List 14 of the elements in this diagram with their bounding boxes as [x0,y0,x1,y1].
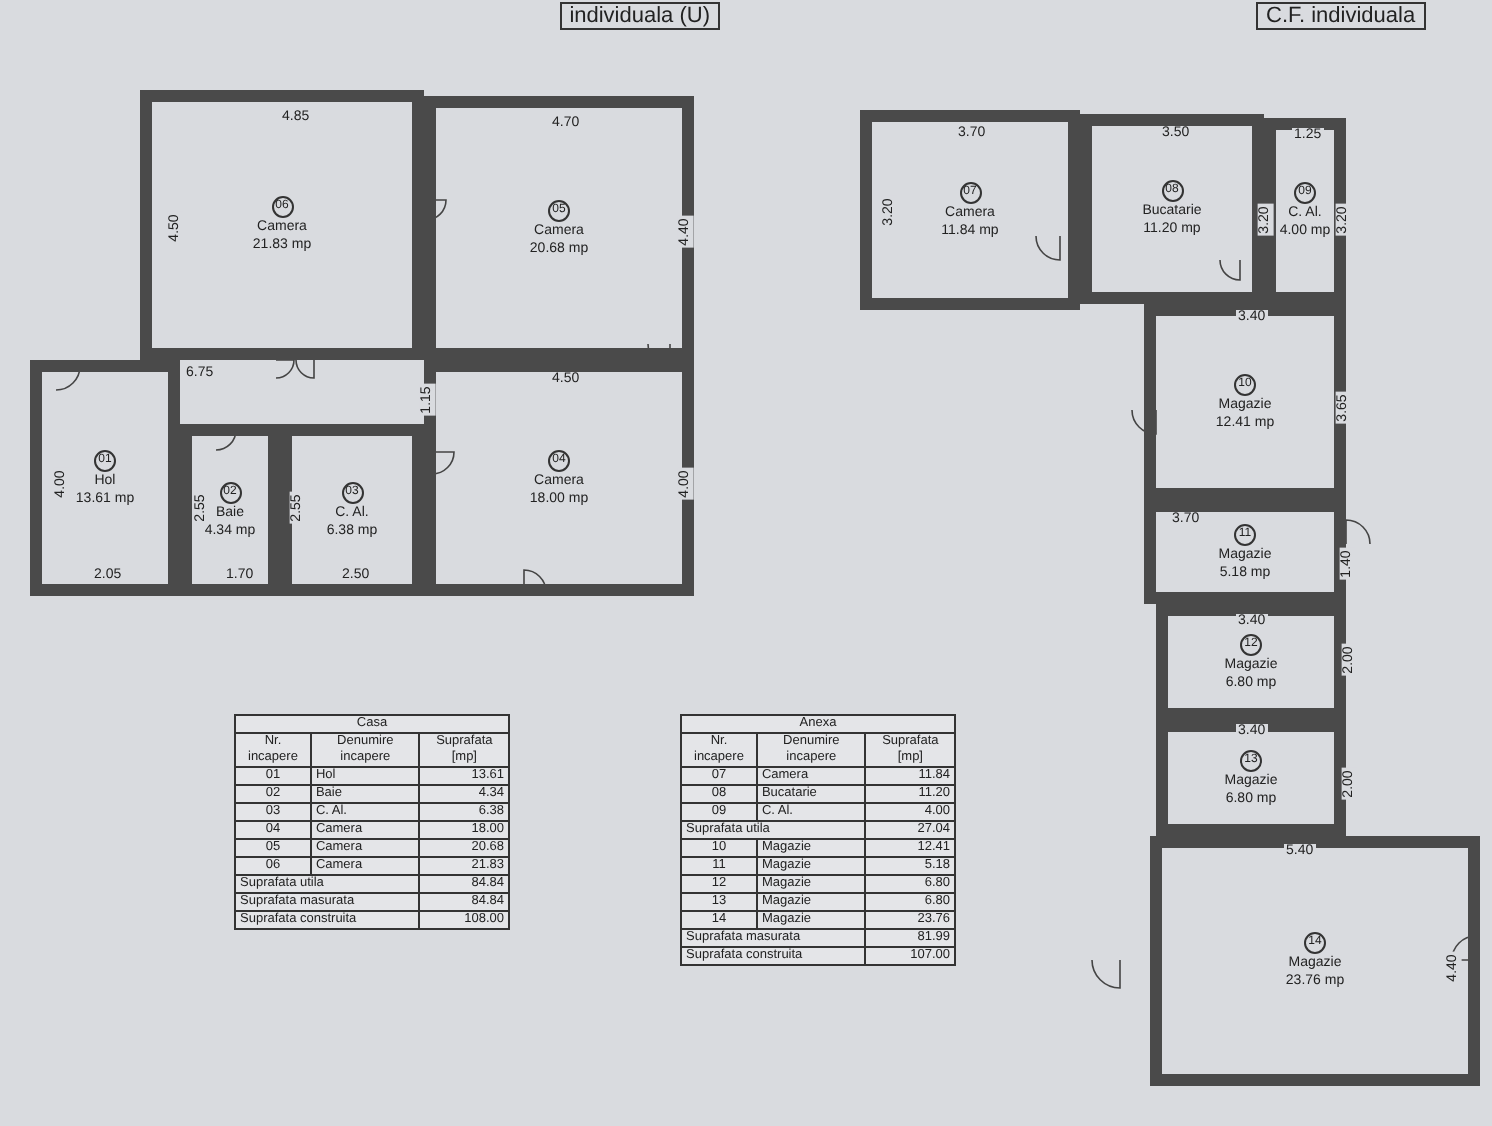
title-block-text: C.F. individuala [1256,2,1426,30]
room-outline [1156,720,1346,836]
room-outline [424,360,694,596]
room-outline [1080,114,1264,304]
title-block-text: individuala (U) [559,2,720,30]
room-outline [30,360,180,596]
room-outline [1144,500,1346,604]
room-outline [424,96,694,360]
room-outline [1144,304,1346,500]
room-outline [860,110,1080,310]
room-outline [140,90,424,360]
room-outline [280,424,424,596]
room-outline [180,424,280,596]
room-outline [1150,836,1480,1086]
